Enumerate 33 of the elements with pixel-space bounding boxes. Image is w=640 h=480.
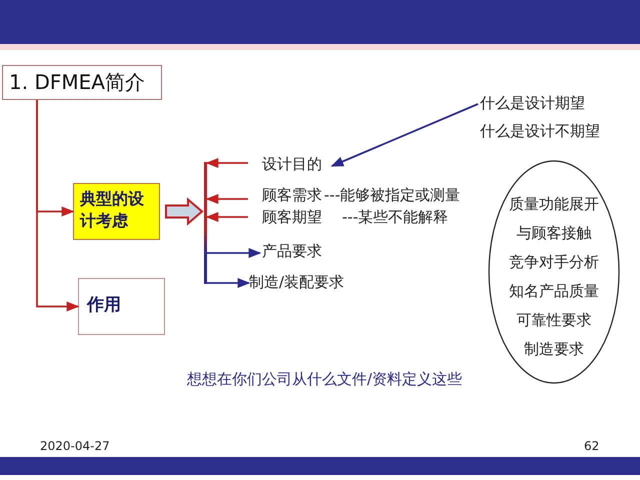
- bracket-line: [204, 162, 207, 284]
- list-item-text: 制造要求: [524, 340, 584, 358]
- arrow: [206, 158, 248, 168]
- list-item-text: 可靠性要求: [516, 311, 592, 329]
- arrow: [206, 212, 248, 222]
- question-text: 什么是设计不期望: [480, 122, 601, 140]
- title-box: [2, 65, 162, 100]
- item-text: 制造/装配要求: [249, 273, 344, 291]
- item-text: 顾客需求: [262, 186, 322, 204]
- block-arrow: [165, 197, 204, 226]
- arrow: [36, 100, 80, 312]
- arrow: [207, 248, 262, 258]
- question-text: 什么是设计期望: [480, 94, 586, 112]
- box-label: 典型的设计考虑: [80, 188, 145, 232]
- function-box: [78, 278, 165, 335]
- date-text: 2020-04-27: [40, 439, 110, 453]
- arrow: [330, 103, 478, 167]
- box-label: 1. DFMEA简介: [9, 70, 146, 94]
- note-text: ---能够被指定或测量: [324, 186, 460, 204]
- arrow: [206, 194, 248, 204]
- highlight-box: [73, 183, 160, 240]
- list-item-text: 竞争对手分析: [509, 253, 599, 271]
- note-text: ---某些不能解释: [342, 208, 448, 226]
- list-item-text: 质量功能展开: [509, 195, 599, 213]
- list-item-text: 与顾客接触: [516, 224, 592, 242]
- list-item-text: 知名产品质量: [509, 282, 599, 300]
- item-text: 设计目的: [262, 155, 322, 173]
- box-label: 作用: [87, 295, 122, 316]
- item-text: 产品要求: [262, 242, 322, 260]
- item-text: 顾客期望: [262, 208, 322, 226]
- page-number: 62: [584, 439, 600, 453]
- arrow: [207, 278, 250, 288]
- prompt-text: 想想在你们公司从什么文件/资料定义这些: [187, 370, 462, 389]
